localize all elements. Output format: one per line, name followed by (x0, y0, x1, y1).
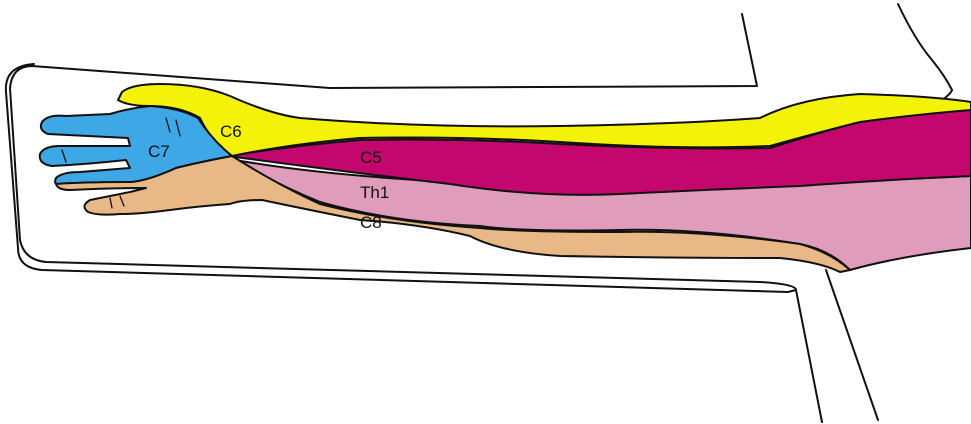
label-c5: C5 (360, 148, 382, 167)
label-th1: Th1 (360, 183, 389, 202)
label-c8: C8 (360, 213, 382, 232)
shoulder-outline (898, 4, 952, 108)
label-c7: C7 (148, 142, 170, 161)
label-c6: C6 (220, 122, 242, 141)
